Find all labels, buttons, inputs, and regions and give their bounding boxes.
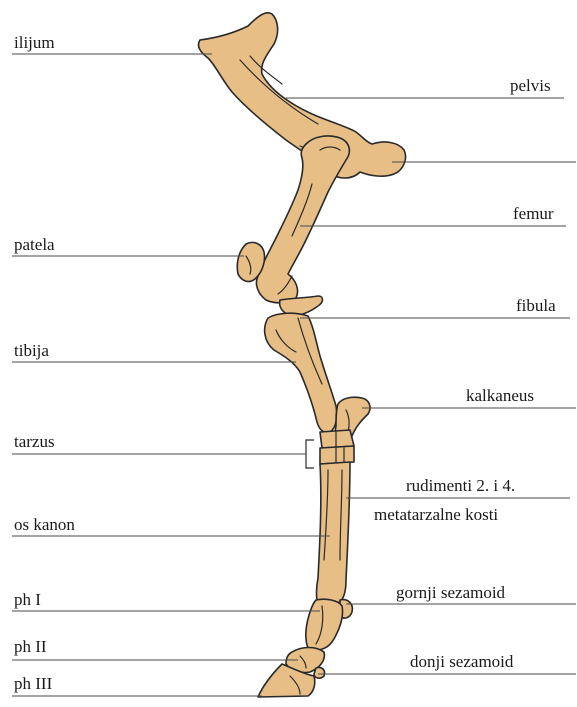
label-ilijum: ilijum: [14, 34, 55, 51]
label-femur: femur: [513, 205, 554, 222]
femur-bone: [256, 136, 349, 303]
label-os-kanon: os kanon: [14, 516, 75, 533]
label-donji-sezamoid: donji sezamoid: [410, 653, 513, 670]
label-tibija: tibija: [14, 342, 49, 359]
tarsus-bracket: [306, 440, 314, 468]
label-rudimenti-line2: metatarzalne kosti: [374, 506, 498, 523]
label-ph3: ph III: [14, 675, 52, 692]
label-kalkaneus: kalkaneus: [466, 387, 534, 404]
label-pelvis: pelvis: [510, 77, 551, 94]
label-rudimenti-line1: rudimenti 2. i 4.: [406, 477, 515, 494]
label-fibula: fibula: [516, 297, 556, 314]
phalanx-1-bone: [306, 599, 343, 650]
label-ph2: ph II: [14, 638, 47, 655]
distal-sesamoid-bone: [314, 667, 325, 678]
label-patela: patela: [14, 236, 55, 253]
label-gornji-sezamoid: gornji sezamoid: [396, 584, 505, 601]
label-ph1: ph I: [14, 591, 41, 608]
tarsus-bones: [320, 430, 354, 464]
metatarsus-bone: [317, 462, 351, 604]
tibia-bone: [265, 313, 337, 432]
label-tarzus: tarzus: [14, 433, 55, 450]
